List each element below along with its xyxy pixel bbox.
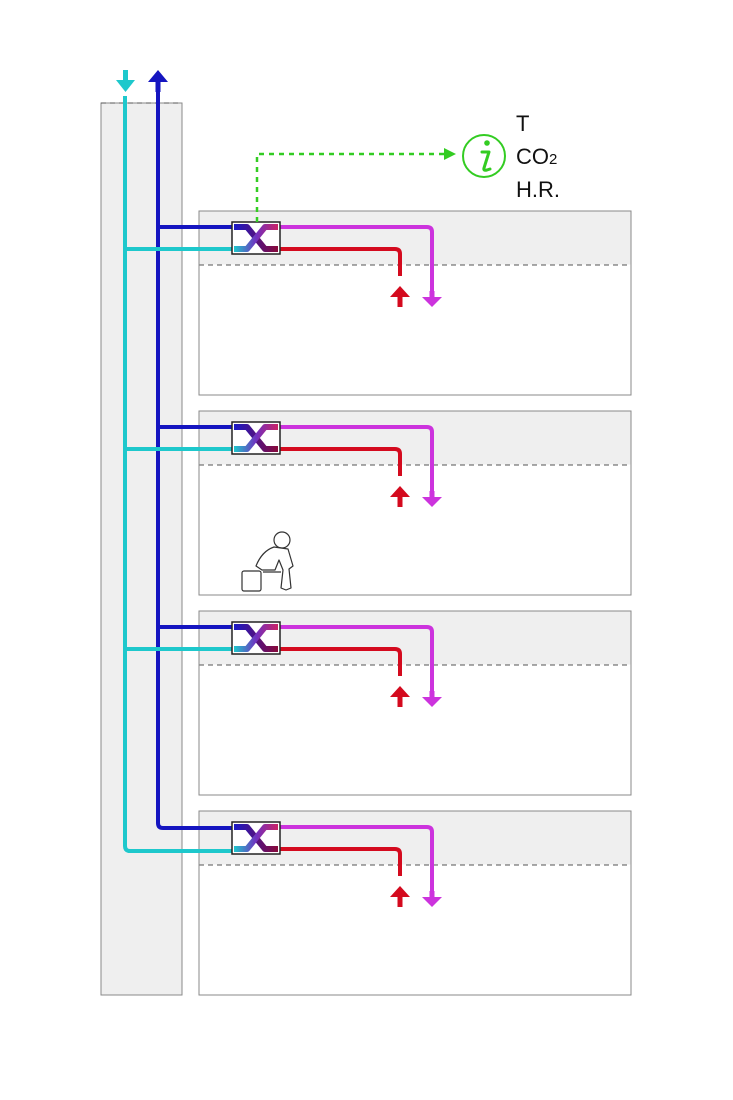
arrow-down-head	[422, 297, 442, 307]
room-supply-pipe-1	[280, 225, 434, 291]
room-extract-pipe-1	[280, 247, 402, 276]
room-extract-pipe-4	[280, 847, 402, 876]
sensor-label-co2-sub: 2	[549, 151, 557, 168]
arrow-up-icon	[390, 686, 410, 707]
arrow-down-icon	[422, 691, 442, 707]
arrow-down-head	[422, 897, 442, 907]
floor-panel-2	[198, 410, 632, 596]
arrow-up-head	[390, 886, 410, 897]
sensor-label-hr: H.R.	[516, 177, 560, 202]
arrow-down-icon	[422, 891, 442, 907]
heat-exchanger-icon	[231, 621, 281, 655]
sensor-label-t: T	[516, 111, 529, 136]
arrow-up-head	[390, 686, 410, 697]
sensor-signal-line	[255, 152, 446, 222]
fresh-air-riser	[123, 96, 233, 853]
arrow-down-icon	[422, 491, 442, 507]
arrow-down-head	[422, 497, 442, 507]
arrow-up-shaft	[397, 297, 403, 307]
room-supply-pipe-2	[280, 425, 434, 491]
heat-exchanger-icon	[231, 221, 281, 255]
floor-outline-1	[198, 210, 632, 396]
heat-exchanger-flow-b	[234, 224, 278, 252]
floor-branch-3	[125, 621, 442, 707]
vertical-shaft	[100, 102, 183, 996]
arrow-down-shaft	[429, 291, 435, 299]
exhaust-riser	[156, 82, 233, 830]
floor-outline-4	[198, 810, 632, 996]
signal-arrow-head	[444, 148, 456, 160]
floor-branch-1	[125, 221, 442, 307]
room-supply-pipe-3	[280, 625, 434, 691]
arrow-up-icon	[390, 486, 410, 507]
arrow-down-shaft	[429, 491, 435, 499]
floor-outline-2	[198, 410, 632, 596]
arrow-down-icon	[116, 70, 135, 92]
info-icon	[462, 134, 506, 178]
floor-branch-2	[125, 421, 442, 507]
arrow-up-icon	[148, 70, 168, 92]
room-extract-pipe-2	[280, 447, 402, 476]
arrow-up-shaft	[397, 497, 403, 507]
arrow-up-icon	[390, 286, 410, 307]
heat-exchanger-icon	[231, 421, 281, 455]
room-extract-pipe-3	[280, 647, 402, 676]
seated-person-icon	[241, 531, 294, 592]
floor-branch-4	[231, 821, 442, 907]
floor-outline-3	[198, 610, 632, 796]
arrow-up-shaft	[397, 697, 403, 707]
arrow-up-icon	[390, 886, 410, 907]
heat-exchanger-flow-b	[234, 424, 278, 452]
arrow-down-icon	[422, 291, 442, 307]
arrow-up-head	[390, 286, 410, 297]
arrow-up-shaft	[397, 897, 403, 907]
heat-exchanger-flow-b	[234, 824, 278, 852]
arrow-up-head	[390, 486, 410, 497]
arrow-down-shaft	[429, 691, 435, 699]
arrow-down-shaft	[429, 891, 435, 899]
room-supply-pipe-4	[280, 825, 434, 891]
heat-exchanger-icon	[231, 821, 281, 855]
sensor-label-co2: CO2	[516, 144, 557, 169]
arrow-down-head	[422, 697, 442, 707]
sensor-label-co2-main: CO	[516, 144, 549, 169]
heat-exchanger-flow-b	[234, 624, 278, 652]
